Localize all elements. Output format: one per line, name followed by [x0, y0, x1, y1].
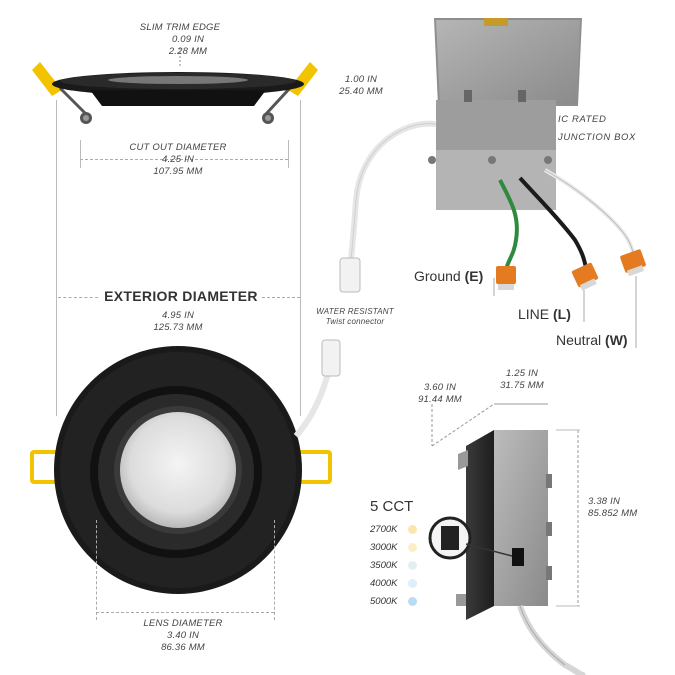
- cct-swatch: [408, 578, 417, 588]
- connector-line2: Twist connector: [325, 317, 385, 326]
- cct-option-label: 2700K: [370, 523, 398, 535]
- exterior-in: 4.95 IN: [161, 310, 195, 321]
- wire-connector-line: [571, 262, 599, 291]
- height-mm: 25.40 MM: [339, 86, 383, 97]
- cct-swatch: [408, 596, 417, 606]
- junction-box-closed: [456, 430, 552, 620]
- fixture-front-view: [30, 346, 332, 594]
- neutral-code: (W): [605, 332, 628, 348]
- box-width-dimension: 1.25 IN 31.75 MM: [492, 368, 552, 392]
- cutout-mm: 107.95 MM: [153, 166, 203, 177]
- line-code: (L): [553, 306, 571, 322]
- neutral-label-text: Neutral: [556, 332, 602, 348]
- lens-dim-left-guide: [96, 520, 97, 620]
- cct-option: 3000K: [370, 538, 417, 556]
- cct-option: 2700K: [370, 520, 417, 538]
- connector-line1: WATER RESISTANT: [316, 307, 394, 316]
- cutout-dim-left-tick: [80, 140, 81, 168]
- exterior-mm: 125.73 MM: [153, 322, 203, 333]
- connector-label: WATER RESISTANT Twist connector: [310, 307, 400, 327]
- lens-mm: 86.36 MM: [161, 642, 205, 653]
- slim-trim-values: 0.09 IN 2.28 MM: [158, 34, 218, 58]
- box-height-dimension: 3.38 IN 85.852 MM: [588, 496, 668, 520]
- box-width-in: 1.25 IN: [505, 368, 539, 379]
- box-depth-dimension: 3.60 IN 91.44 MM: [410, 382, 470, 406]
- cable-connector-front: [321, 339, 341, 377]
- box-depth-mm: 91.44 MM: [418, 394, 462, 405]
- exterior-dim-line-left: [58, 297, 98, 298]
- lens-dim-right-guide: [274, 520, 275, 620]
- lens-dim-line: [96, 612, 274, 613]
- cct-swatch: [408, 542, 417, 552]
- cct-swatch: [408, 524, 417, 534]
- slim-trim-in: 0.09 IN: [171, 34, 205, 45]
- box-height-in: 3.38 IN: [588, 496, 621, 507]
- cct-option: 5000K: [370, 592, 417, 610]
- junction-box-line2: JUNCTION BOX: [558, 132, 636, 143]
- exterior-dim-line-right: [262, 297, 300, 298]
- exterior-dim-right-guide: [300, 100, 301, 416]
- cutout-dimension: CUT OUT DIAMETER 4.25 IN 107.95 MM: [108, 142, 248, 178]
- cutout-dim-right-tick: [288, 140, 289, 168]
- cct-swatch: [408, 560, 417, 570]
- cutout-dim-line: [80, 159, 288, 160]
- height-in: 1.00 IN: [344, 74, 378, 85]
- lens-in: 3.40 IN: [166, 630, 200, 641]
- box-width-mm: 31.75 MM: [500, 380, 544, 391]
- neutral-label: Neutral (W): [556, 332, 628, 348]
- fixture-side-view: [32, 48, 318, 124]
- line-label-text: LINE: [518, 306, 550, 322]
- cct-option-label: 5000K: [370, 595, 398, 607]
- cct-legend: 2700K 3000K 3500K 4000K 5000K: [370, 520, 417, 610]
- slim-trim-label: SLIM TRIM EDGE: [60, 22, 300, 34]
- height-dimension: 1.00 IN 25.40 MM: [326, 74, 396, 98]
- cutout-title: CUT OUT DIAMETER: [129, 142, 227, 153]
- exterior-title: EXTERIOR DIAMETER: [104, 288, 258, 304]
- cct-option: 3500K: [370, 556, 417, 574]
- box-height-mm: 85.852 MM: [588, 508, 638, 519]
- slim-trim-mm: 2.28 MM: [168, 46, 208, 57]
- cable-connector-top: [339, 257, 361, 293]
- wire-connector-ground: [496, 266, 516, 290]
- junction-box-line1: IC RATED: [558, 114, 607, 125]
- box-depth-in: 3.60 IN: [423, 382, 457, 393]
- cct-option-label: 3500K: [370, 559, 398, 571]
- line-label: LINE (L): [518, 306, 571, 322]
- cct-option: 4000K: [370, 574, 417, 592]
- exterior-dim-left-guide: [56, 100, 57, 416]
- cutout-in: 4.25 IN: [161, 154, 195, 165]
- cct-title: 5 CCT: [370, 498, 414, 515]
- lens-title: LENS DIAMETER: [143, 618, 223, 629]
- lens-dimension: LENS DIAMETER 3.40 IN 86.36 MM: [118, 618, 248, 654]
- exterior-dimension: 4.95 IN 125.73 MM: [128, 310, 228, 334]
- slim-trim-title: SLIM TRIM EDGE: [139, 22, 221, 33]
- cct-option-label: 4000K: [370, 577, 398, 589]
- wire-connector-neutral: [620, 249, 646, 277]
- junction-box-label: IC RATED JUNCTION BOX: [558, 114, 658, 144]
- cct-option-label: 3000K: [370, 541, 398, 553]
- ground-label-text: Ground: [414, 268, 461, 284]
- ground-code: (E): [464, 268, 484, 284]
- ground-label: Ground (E): [414, 268, 483, 284]
